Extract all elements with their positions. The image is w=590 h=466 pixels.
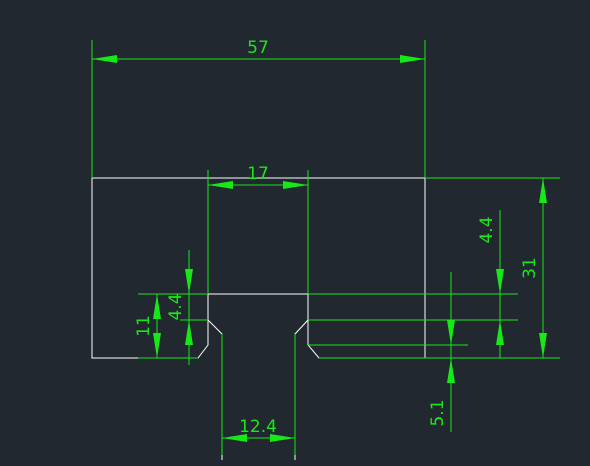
dimension-overall-width: 57 [91, 38, 426, 178]
dimension-label-17: 17 [247, 164, 269, 184]
dimension-right-lower-height: 5.1 [308, 272, 468, 432]
dimension-label-4-4-left: 4.4 [166, 293, 186, 320]
dimension-overall-height: 31 [425, 177, 560, 359]
dimension-right-upper-height: 4.4 [308, 210, 518, 358]
dimension-left-shoulder-height: 11 [134, 293, 208, 359]
dimension-label-31: 31 [520, 257, 540, 279]
dimension-label-57: 57 [247, 38, 269, 58]
dimension-slot-bottom-width: 12.4 [221, 334, 296, 455]
dimension-label-4-4-right: 4.4 [477, 216, 497, 243]
dimension-label-5-1: 5.1 [428, 399, 448, 426]
outline-stem [207, 319, 223, 460]
dimension-label-11: 11 [134, 315, 154, 337]
dimension-slot-top-width: 17 [207, 164, 309, 294]
dimension-left-chamfer-height: 4.4 [166, 250, 208, 365]
dimension-label-12-4: 12.4 [239, 417, 277, 437]
outline-stem-right [294, 319, 309, 460]
